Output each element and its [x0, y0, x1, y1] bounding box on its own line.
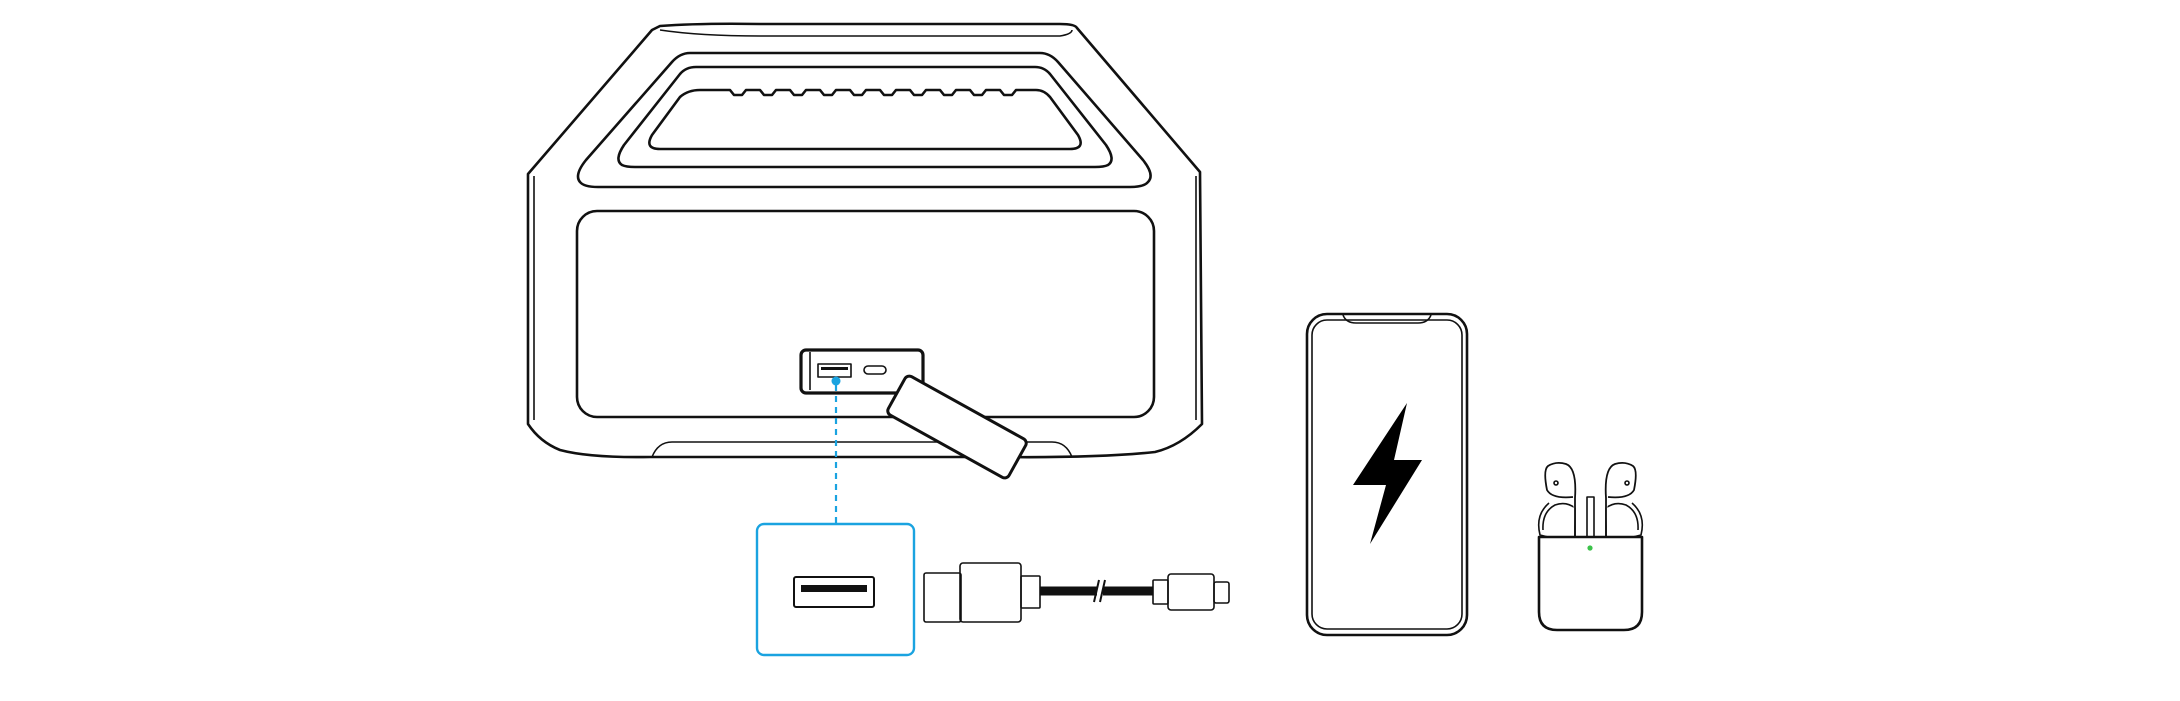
usb-a-plug-neck: [1020, 575, 1041, 609]
earbuds-case-icon: [1537, 461, 1644, 632]
phone-body: [1305, 312, 1469, 637]
speaker-foot: [651, 441, 1073, 458]
earbud-inner-loops: [1542, 502, 1639, 537]
port-cover-flap[interactable]: [886, 374, 1028, 480]
earbuds-case-body: [1537, 535, 1644, 632]
earbud-left: [1544, 461, 1577, 537]
handle-inner: [617, 65, 1113, 169]
usb-c-plug-neck: [1152, 579, 1169, 605]
earbud-left-sensor: [1553, 480, 1559, 486]
usb-a-port: [817, 363, 852, 378]
usb-a-plug-tip: [923, 572, 962, 623]
port-panel: [799, 348, 925, 395]
port-panel-frame: [799, 348, 925, 395]
earbud-right: [1604, 461, 1637, 537]
earbud-stem-loops: [1537, 502, 1644, 538]
usb-c-plug-tip: [1213, 581, 1230, 604]
speaker-body: [526, 22, 1204, 459]
case-led-indicator: [1587, 545, 1593, 551]
speaker-side-edges: [533, 176, 1197, 420]
usb-c-port: [863, 365, 887, 375]
usb-c-plug-body: [1167, 573, 1215, 611]
usb-a-plug-body: [959, 562, 1022, 623]
usb-cable-icon: [923, 562, 1230, 623]
port-highlight-dot: [831, 376, 841, 386]
handle-outer: [576, 51, 1152, 189]
speaker-front-panel: [575, 209, 1156, 419]
speaker-top-edge: [659, 29, 1073, 37]
earbud-right-sensor: [1624, 480, 1630, 486]
usb-port-icon: [793, 576, 875, 608]
earbud-divider: [1586, 496, 1595, 538]
cable-break-mark: [1093, 579, 1106, 603]
speaker-icon: [526, 22, 1204, 480]
phone-notch: [1342, 314, 1432, 324]
lightning-bolt-icon: [1353, 403, 1422, 544]
phone-screen: [1311, 319, 1463, 630]
usb-a-port-contact: [821, 367, 848, 370]
handle-grip: [648, 88, 1082, 151]
smartphone-charging-icon: [1305, 312, 1469, 637]
